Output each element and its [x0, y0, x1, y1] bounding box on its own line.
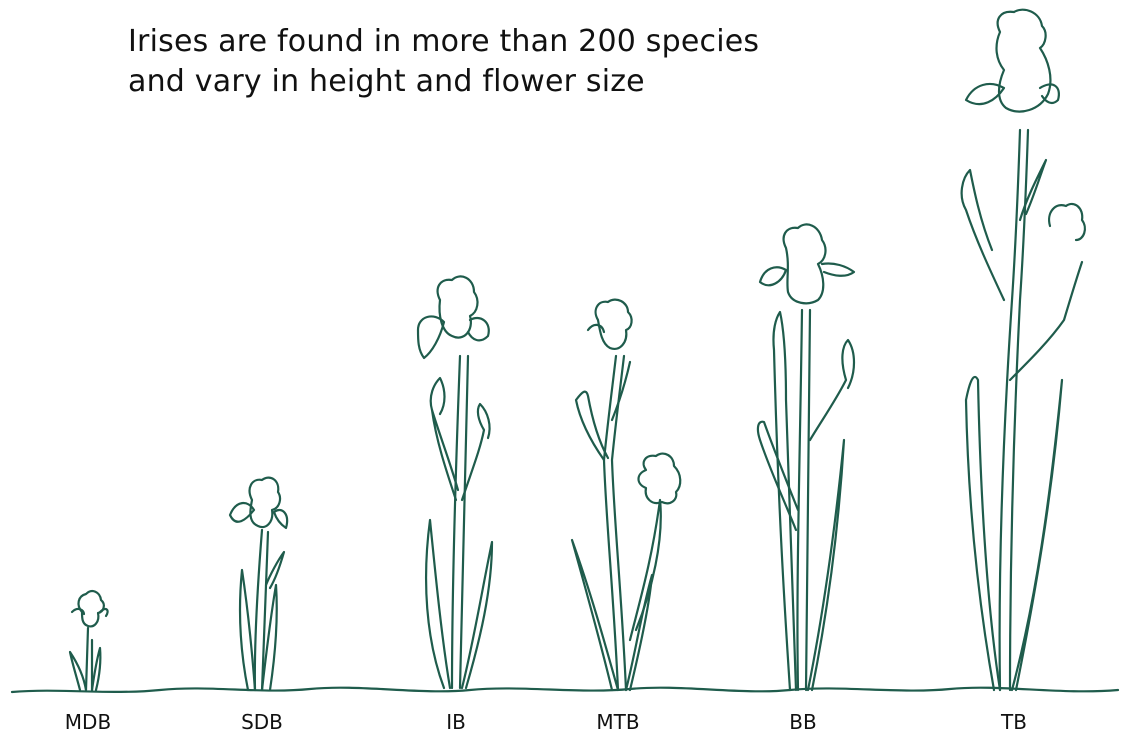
diagram-title: Irises are found in more than 200 specie…	[128, 22, 759, 102]
iris-mtb-icon	[570, 298, 682, 692]
ground-line	[10, 686, 1120, 694]
label-mdb: MDB	[64, 710, 112, 734]
iris-mdb-icon	[68, 590, 109, 692]
label-tb: TB	[1001, 710, 1027, 734]
iris-bb-icon	[756, 223, 856, 692]
label-mtb: MTB	[596, 710, 640, 734]
title-line-1: Irises are found in more than 200 specie…	[128, 24, 760, 59]
iris-tb-icon	[960, 8, 1086, 692]
label-bb: BB	[789, 710, 817, 734]
label-sdb: SDB	[241, 710, 283, 734]
iris-ib-icon	[416, 275, 494, 690]
iris-sdb-icon	[228, 476, 289, 692]
title-line-2: and vary in height and flower size	[128, 64, 645, 99]
label-ib: IB	[446, 710, 466, 734]
